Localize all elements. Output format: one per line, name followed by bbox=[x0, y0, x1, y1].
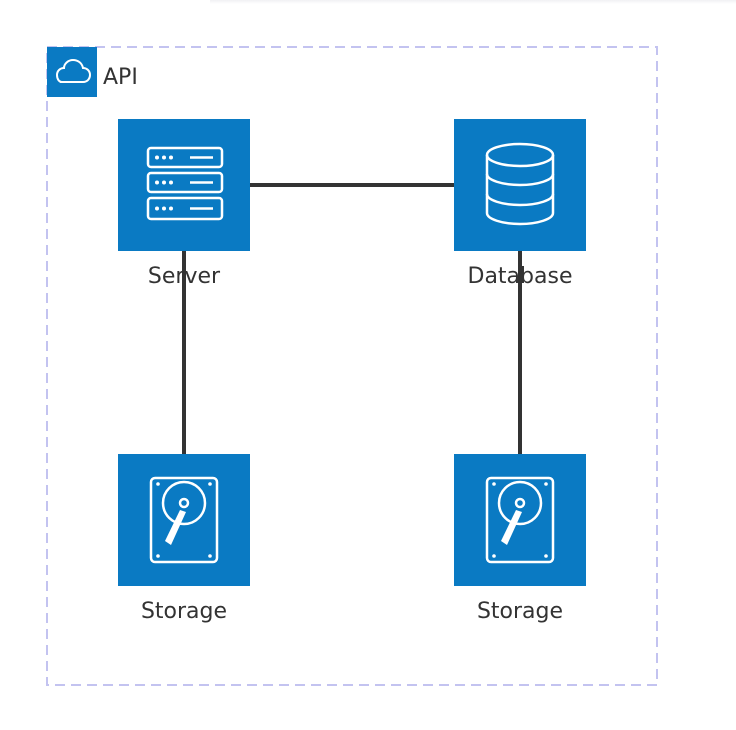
server-icon bbox=[146, 146, 224, 221]
node-label-server: Server bbox=[148, 264, 221, 289]
server-node[interactable] bbox=[118, 119, 250, 251]
storage-right-node[interactable] bbox=[454, 454, 586, 586]
node-label-storage-right: Storage bbox=[477, 599, 563, 624]
group-boundary bbox=[46, 46, 658, 686]
node-label-storage-left: Storage bbox=[141, 599, 227, 624]
hard-disk-icon bbox=[485, 476, 555, 564]
group-title: API bbox=[103, 65, 138, 90]
database-icon bbox=[485, 142, 555, 226]
storage-left-node[interactable] bbox=[118, 454, 250, 586]
database-node[interactable] bbox=[454, 119, 586, 251]
cloud-icon bbox=[47, 47, 97, 97]
top-shadow bbox=[210, 0, 736, 4]
hard-disk-icon bbox=[149, 476, 219, 564]
node-label-database: Database bbox=[468, 264, 573, 289]
